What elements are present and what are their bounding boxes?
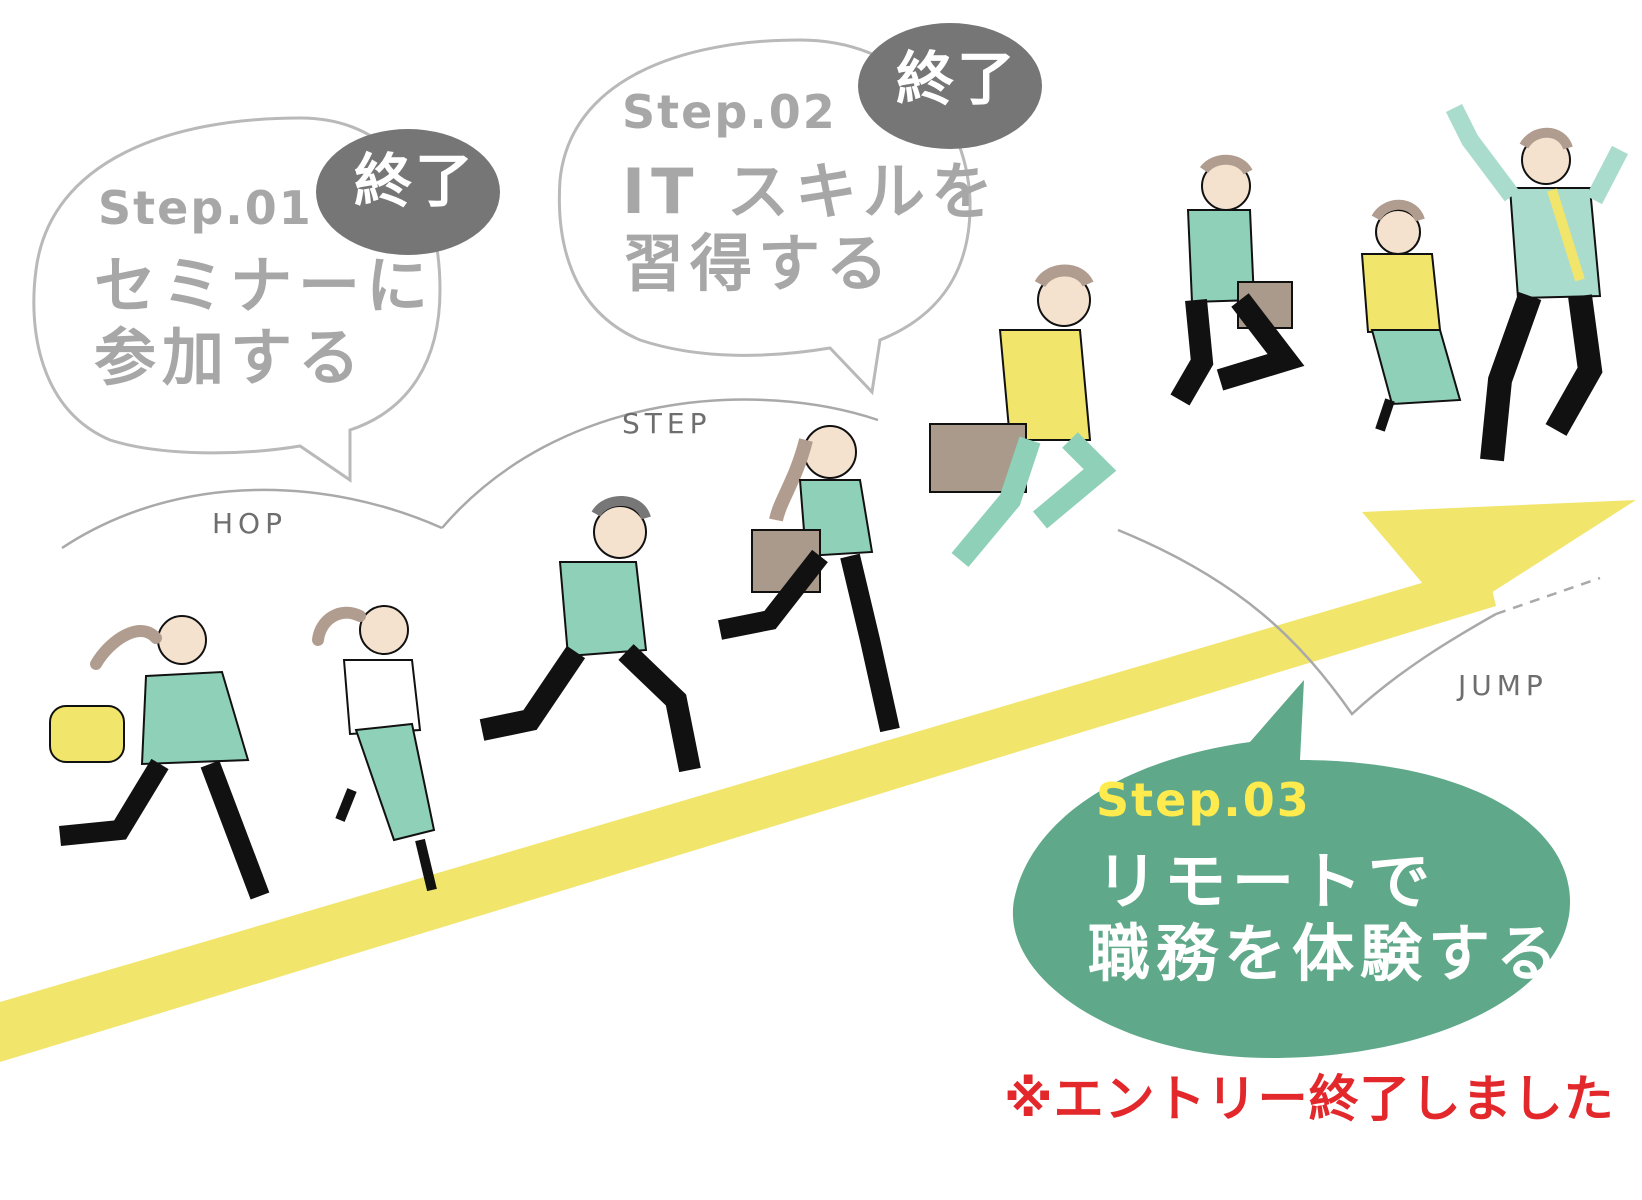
runner-4 bbox=[718, 425, 900, 733]
step-03-text-line-1: リモートで bbox=[1096, 845, 1437, 918]
entry-closed-notice: ※エントリー終了しました bbox=[1004, 1070, 1615, 1128]
runner-7 bbox=[1360, 199, 1462, 432]
step-02-done-badge-label: 終了 bbox=[896, 45, 1019, 113]
step-03-speech-bubble bbox=[1012, 680, 1571, 1058]
runner-5 bbox=[929, 264, 1117, 568]
step-label: STEP bbox=[622, 407, 712, 440]
runner-8 bbox=[1445, 103, 1628, 462]
step-02-text-line-1: IT スキルを bbox=[622, 155, 999, 228]
step-01-done-badge bbox=[316, 129, 500, 255]
hop-label: HOP bbox=[212, 507, 287, 540]
progress-arrow bbox=[0, 500, 1636, 1062]
runner-6 bbox=[1170, 154, 1305, 406]
step-01-text-line-2: 参加する bbox=[94, 321, 367, 394]
jump-label: JUMP bbox=[1458, 669, 1548, 702]
step-02-label: Step.02 bbox=[622, 85, 837, 139]
runner-2 bbox=[312, 605, 437, 892]
step-01-label: Step.01 bbox=[98, 181, 313, 235]
step-02-done-badge bbox=[858, 23, 1042, 149]
step-01-done-badge-label: 終了 bbox=[354, 147, 477, 215]
step-03-label: Step.03 bbox=[1096, 773, 1311, 827]
hop-step-jump-path bbox=[61, 398, 1601, 716]
step-01-text-line-1: セミナーに bbox=[94, 249, 435, 322]
runner-1 bbox=[49, 615, 270, 900]
runner-3 bbox=[479, 496, 701, 773]
step-02-text-line-2: 習得する bbox=[622, 227, 895, 300]
step-03-text-line-2: 職務を体験する bbox=[1088, 917, 1565, 990]
